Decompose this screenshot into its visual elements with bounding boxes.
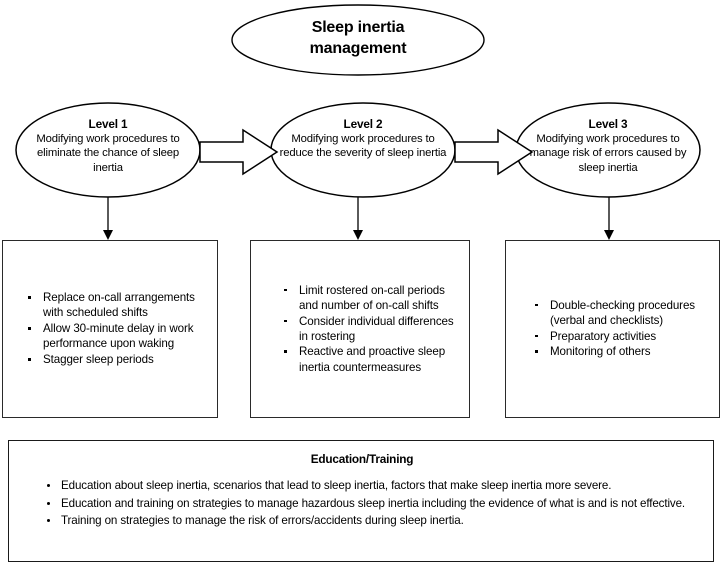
list-item: Limit rostered on-call periods and numbe… — [284, 283, 459, 313]
list-item: Stagger sleep periods — [28, 352, 207, 367]
list-item: Monitoring of others — [535, 344, 709, 359]
list-item: Preparatory activities — [535, 329, 709, 344]
list-item: Education and training on strategies to … — [47, 495, 701, 513]
level-3-description: Modifying work procedures to manage risk… — [529, 132, 687, 174]
level-1-detail-box: Replace on-call arrangements with schedu… — [2, 240, 218, 418]
title-ellipse — [231, 4, 485, 76]
list-item: Education about sleep inertia, scenarios… — [47, 477, 701, 495]
level-2-label: Level 2 Modifying work procedures to red… — [277, 117, 449, 161]
education-training-box: Education/Training Education about sleep… — [8, 440, 714, 562]
list-item: Replace on-call arrangements with schedu… — [28, 290, 207, 320]
arrow-level2-to-box2 — [353, 197, 363, 240]
list-item: Reactive and proactive sleep inertia cou… — [284, 344, 459, 374]
level-3-label: Level 3 Modifying work procedures to man… — [521, 117, 695, 175]
title-line-2: management — [309, 40, 407, 57]
arrow-level3-to-box3 — [604, 197, 614, 240]
level-1-title: Level 1 — [88, 117, 128, 131]
level-2-detail-box: Limit rostered on-call periods and numbe… — [250, 240, 470, 418]
level-2-title: Level 2 — [343, 117, 383, 131]
title-line-1: Sleep inertia — [311, 19, 405, 36]
page-title: Sleep inertia management — [247, 17, 469, 59]
arrow-level1-to-box1 — [103, 197, 113, 240]
level-1-description: Modifying work procedures to eliminate t… — [36, 132, 180, 174]
level-2-item-list: Limit rostered on-call periods and numbe… — [251, 283, 469, 376]
block-arrow-level1-to-level2 — [199, 128, 279, 176]
list-item: Training on strategies to manage the ris… — [47, 512, 701, 530]
level-2-description: Modifying work procedures to reduce the … — [279, 132, 447, 160]
education-training-list: Education about sleep inertia, scenarios… — [9, 477, 715, 530]
level-3-title: Level 3 — [588, 117, 628, 131]
list-item: Allow 30-minute delay in work performanc… — [28, 321, 207, 351]
level-3-detail-box: Double-checking procedures (verbal and c… — [505, 240, 720, 418]
level-3-item-list: Double-checking procedures (verbal and c… — [506, 298, 719, 360]
education-training-heading: Education/Training — [310, 452, 414, 466]
list-item: Consider individual differences in roste… — [284, 314, 459, 344]
level-1-item-list: Replace on-call arrangements with schedu… — [3, 290, 217, 368]
list-item: Double-checking procedures (verbal and c… — [535, 298, 709, 328]
level-1-label: Level 1 Modifying work procedures to eli… — [22, 117, 194, 175]
block-arrow-level2-to-level3 — [454, 128, 534, 176]
